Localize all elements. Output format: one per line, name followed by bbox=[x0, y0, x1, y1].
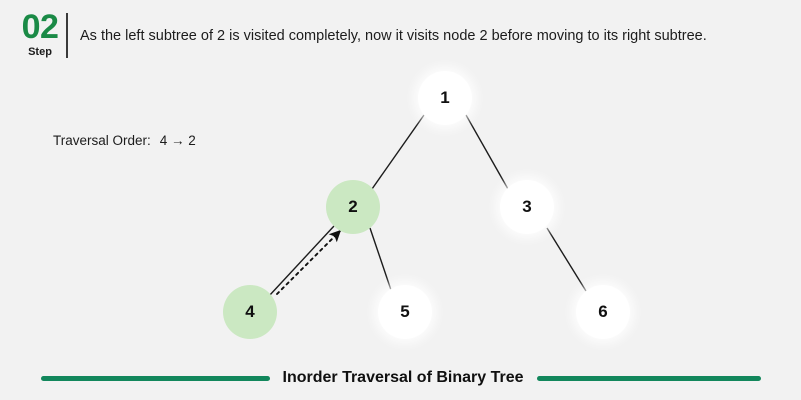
edge-1-3 bbox=[465, 114, 509, 190]
tree-node-6[interactable]: 6 bbox=[576, 285, 630, 339]
step-number: 02 bbox=[21, 8, 59, 46]
tree-node-4-label: 4 bbox=[245, 302, 255, 321]
edge-2-4 bbox=[268, 225, 335, 297]
edge-1-2 bbox=[371, 114, 425, 190]
edge-3-6 bbox=[546, 227, 587, 292]
tree-node-2-label: 2 bbox=[348, 197, 358, 216]
tree-node-6-label: 6 bbox=[598, 302, 608, 321]
tree-node-3[interactable]: 3 bbox=[500, 180, 554, 234]
header-divider bbox=[66, 13, 68, 58]
tree-node-1-label: 1 bbox=[440, 88, 450, 107]
step-description: As the left subtree of 2 is visited comp… bbox=[80, 28, 707, 44]
edge-2-5 bbox=[369, 227, 392, 291]
footer: Inorder Traversal of Binary Tree bbox=[0, 362, 801, 394]
tree-node-5-label: 5 bbox=[400, 302, 410, 321]
step-badge: 02 Step bbox=[14, 10, 66, 59]
pointer-arrow-4-to-2 bbox=[276, 229, 342, 295]
tree-node-2[interactable]: 2 bbox=[326, 180, 380, 234]
footer-rule-right bbox=[536, 375, 761, 381]
step-word-label: Step bbox=[28, 46, 52, 58]
tree-node-3-label: 3 bbox=[522, 197, 532, 216]
footer-rule-left bbox=[40, 375, 270, 381]
traversal-order-sequence: 4 → 2 bbox=[159, 133, 196, 148]
tree-node-5[interactable]: 5 bbox=[378, 285, 432, 339]
tree-node-1[interactable]: 1 bbox=[418, 71, 472, 125]
traversal-order: Traversal Order: 4 → 2 bbox=[53, 133, 196, 148]
traversal-order-label: Traversal Order: bbox=[53, 133, 151, 148]
footer-title: Inorder Traversal of Binary Tree bbox=[282, 369, 524, 386]
tree-node-4[interactable]: 4 bbox=[223, 285, 277, 339]
